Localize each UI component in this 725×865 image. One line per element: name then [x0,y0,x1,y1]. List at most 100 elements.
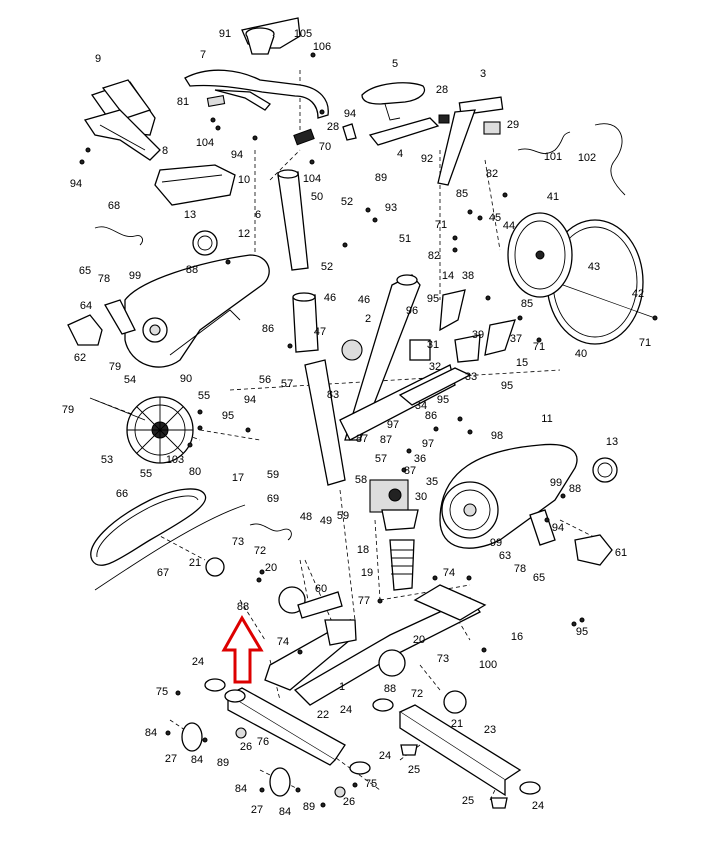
console-shroud [154,164,236,206]
tension-motor [369,479,409,513]
part-callout-93: 93 [385,202,397,214]
part-callout-95: 95 [222,410,234,422]
part-callout-58: 58 [355,474,367,486]
part-callout-78: 78 [98,273,110,285]
part-callout-56: 56 [259,374,271,386]
part-callout-94: 94 [552,522,564,534]
part-callout-55: 55 [140,468,152,480]
part-callout-94: 94 [244,394,256,406]
part-callout-12: 12 [238,228,250,240]
right-pedal [529,509,613,566]
part-callout-20: 20 [413,634,425,646]
part-callout-41: 41 [547,191,559,203]
part-callout-33: 33 [465,371,477,383]
part-callout-22: 22 [317,709,329,721]
part-callout-84: 84 [191,754,203,766]
part-callout-5: 5 [392,58,398,70]
part-callout-84: 84 [235,783,247,795]
flywheel [507,212,656,345]
part-callout-15: 15 [516,357,528,369]
part-callout-88: 88 [384,683,396,695]
handlebar [184,69,329,146]
part-callout-52: 52 [321,261,333,273]
part-callout-27: 27 [165,753,177,765]
part-callout-47: 47 [314,326,326,338]
part-callout-29: 29 [507,119,519,131]
part-callout-57: 57 [375,453,387,465]
part-callout-86: 86 [262,323,274,335]
part-callout-53: 53 [101,454,113,466]
part-callout-77: 77 [358,595,370,607]
drive-belt [90,488,207,566]
water-bottle-holder [241,17,301,55]
part-callout-51: 51 [399,233,411,245]
part-callout-10: 10 [238,174,250,186]
part-callout-85: 85 [521,298,533,310]
part-callout-34: 34 [415,400,427,412]
part-callout-74: 74 [443,567,455,579]
part-callout-72: 72 [411,688,423,700]
part-callout-61: 61 [615,547,627,559]
part-callout-21: 21 [189,557,201,569]
part-callout-71: 71 [533,341,545,353]
part-callout-2: 2 [365,313,371,325]
part-callout-57: 57 [281,378,293,390]
part-callout-78: 78 [514,563,526,575]
part-callout-18: 18 [357,544,369,556]
part-callout-45: 45 [489,212,501,224]
part-callout-43: 43 [588,261,600,273]
part-callout-85: 85 [456,188,468,200]
hardware-dots [79,52,658,808]
part-callout-62: 62 [74,352,86,364]
part-callout-1: 1 [339,681,345,693]
part-callout-36: 36 [414,453,426,465]
part-callout-46: 46 [358,294,370,306]
part-callout-8: 8 [162,145,168,157]
part-callout-82: 82 [486,168,498,180]
part-callout-68: 68 [108,200,120,212]
part-callout-88: 88 [569,483,581,495]
part-callout-65: 65 [79,265,91,277]
part-callout-74: 74 [277,636,289,648]
part-callout-96: 96 [406,305,418,317]
main-frame [264,584,487,706]
part-callout-87: 87 [380,434,392,446]
part-callout-42: 42 [632,288,644,300]
center-frame [304,274,472,486]
cables [94,123,626,591]
part-callout-55: 55 [198,390,210,402]
handlebar-post [277,169,319,353]
part-callout-21: 21 [451,718,463,730]
part-callout-87: 87 [404,465,416,477]
part-callout-82: 82 [428,250,440,262]
part-callout-25: 25 [462,795,474,807]
part-callout-95: 95 [501,380,513,392]
ring-21-left [205,557,225,577]
part-callout-28: 28 [436,84,448,96]
pulley-stem [381,509,419,591]
part-callout-59: 59 [267,469,279,481]
part-callout-88: 88 [237,601,249,613]
part-callout-84: 84 [145,727,157,739]
part-callout-39: 39 [472,329,484,341]
part-callout-75: 75 [365,778,377,790]
part-callout-79: 79 [109,361,121,373]
part-callout-101: 101 [544,151,562,163]
part-callout-92: 92 [421,153,433,165]
pulley-wheel [89,396,194,464]
part-callout-38: 38 [462,270,474,282]
part-callout-73: 73 [437,653,449,665]
part-callout-105: 105 [294,28,312,40]
part-callout-94: 94 [70,178,82,190]
part-callout-59: 59 [337,510,349,522]
part-callout-87: 87 [356,433,368,445]
part-callout-97: 97 [422,438,434,450]
part-callout-103: 103 [166,454,184,466]
part-callout-100: 100 [479,659,497,671]
part-callout-28: 28 [327,121,339,133]
part-callout-95: 95 [427,293,439,305]
part-callout-81: 81 [177,96,189,108]
part-callout-11: 11 [541,413,552,425]
part-callout-70: 70 [319,141,331,153]
